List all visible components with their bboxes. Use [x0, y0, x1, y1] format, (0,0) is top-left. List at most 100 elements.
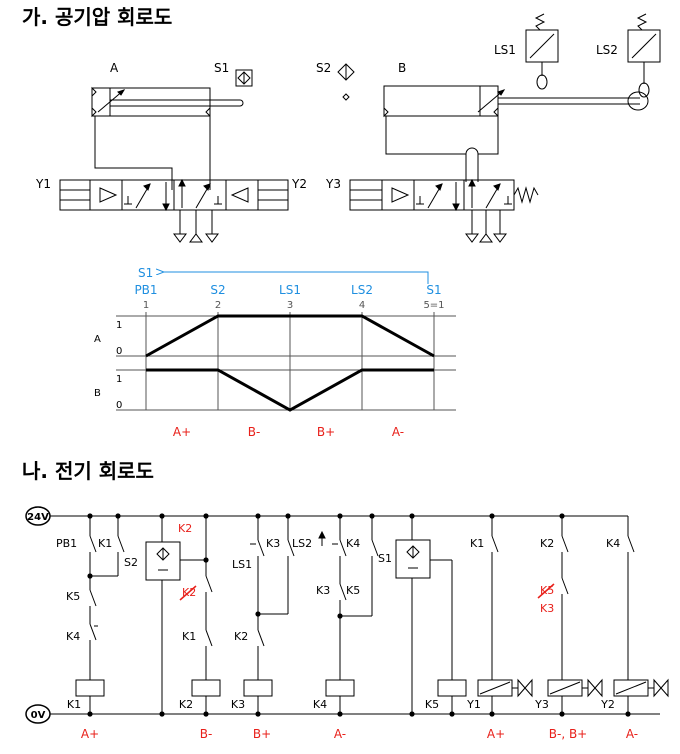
junction-dot: [87, 711, 93, 717]
loop-arrow: [164, 272, 429, 284]
row-a-label: A: [94, 334, 101, 345]
label-k1a: K1: [98, 537, 112, 550]
loop-label: S1: [138, 266, 153, 280]
action-label: A-: [626, 727, 638, 741]
label-k1c: K1: [470, 537, 484, 550]
row-a-low: 0: [116, 346, 122, 357]
cylinder-b: [383, 85, 499, 117]
junction-dot: [559, 513, 565, 519]
label-k1b: K1: [182, 630, 196, 643]
signal-label: LS1: [279, 283, 301, 297]
coil-label: K1: [67, 698, 81, 711]
proximity-sensor-s2-icon: [337, 63, 355, 101]
label-k4b: K4: [346, 537, 360, 550]
electric-section-title: 나. 전기 회로도: [22, 459, 154, 483]
phase-labels: A+ B- B+ A-: [173, 425, 404, 439]
coil-label: K3: [231, 698, 245, 711]
label-k2b: K2: [234, 630, 248, 643]
coil-label: K4: [313, 698, 327, 711]
label-ls2: LS2: [292, 537, 312, 550]
row-b-high: 1: [116, 374, 122, 385]
label-k3b: K3: [316, 584, 330, 597]
step-label: 1: [143, 300, 149, 311]
valve-a: [59, 178, 289, 212]
label-k4c: K4: [606, 537, 620, 550]
signal-label: LS2: [351, 283, 373, 297]
label-k2-struck: K2: [182, 586, 196, 599]
valve-b: [349, 178, 539, 212]
junction-dot: [489, 711, 495, 717]
trace-cylinder-a: [145, 314, 435, 358]
label-ls1: LS1: [232, 558, 252, 571]
junction-dot: [285, 513, 291, 519]
coil-label: K5: [425, 698, 439, 711]
junction-dot: [409, 513, 415, 519]
row-a-high: 1: [116, 320, 122, 331]
action-label: A-: [334, 727, 346, 741]
junction-dot: [449, 711, 455, 717]
label-k3-red: K3: [540, 602, 554, 615]
step-label: 2: [215, 300, 221, 311]
step-label: 5=1: [423, 300, 444, 311]
strike-k5: [537, 583, 555, 599]
label-k5b: K5: [346, 584, 360, 597]
label-pb1: PB1: [56, 537, 77, 550]
junction-dot: [159, 513, 165, 519]
phase-label: A+: [173, 425, 191, 439]
proximity-sensor-s1-icon: [235, 69, 253, 87]
label-k2-red: K2: [178, 522, 192, 535]
sensor-s2-label: S2: [316, 61, 331, 75]
junction-dot: [203, 557, 209, 563]
phase-label: B-: [248, 425, 261, 439]
trace-cylinder-b: [146, 368, 434, 412]
solenoid-y3-label: Y3: [325, 177, 341, 191]
cylinder-a: [91, 87, 211, 117]
limit-ls1-label: LS1: [494, 43, 516, 57]
label-k2c: K2: [540, 537, 554, 550]
junction-dot: [369, 513, 375, 519]
label-s2: S2: [124, 556, 138, 569]
junction-dot: [87, 573, 93, 579]
solenoid-y2-label: Y2: [291, 177, 307, 191]
junction-dot: [87, 513, 93, 519]
signal-label: S1: [426, 283, 441, 297]
junction-dot: [625, 711, 631, 717]
phase-label: B+: [317, 425, 335, 439]
junction-dot: [159, 711, 165, 717]
junction-dot: [255, 711, 261, 717]
limit-ls2-label: LS2: [596, 43, 618, 57]
signal-label: PB1: [134, 283, 157, 297]
junction-dot: [115, 513, 121, 519]
strike-k2: [179, 585, 197, 601]
electric-circuit: [44, 515, 669, 715]
label-k5-struck: K5: [540, 584, 554, 597]
junction-dot: [255, 611, 261, 617]
action-label: B+: [253, 727, 271, 741]
label-k3a: K3: [266, 537, 280, 550]
coil-label: K2: [179, 698, 193, 711]
coil-label: Y1: [466, 698, 481, 711]
sensor-s1-label: S1: [214, 61, 229, 75]
limit-switch-ls2-icon: [627, 13, 661, 98]
cylinder-a-label: A: [110, 61, 119, 75]
junction-dot: [409, 711, 415, 717]
supply-24v-label: 24V: [27, 512, 49, 523]
supply-24v-badge: 24V: [25, 506, 51, 526]
label-s1: S1: [378, 552, 392, 565]
action-labels: A+B-B+A-A+B-, B+A-: [81, 727, 638, 741]
junction-dot: [559, 711, 565, 717]
coil-label: Y3: [534, 698, 549, 711]
phase-label: A-: [392, 425, 404, 439]
label-k4a: K4: [66, 630, 80, 643]
junction-dot: [255, 513, 261, 519]
pneumatic-circuit: [59, 13, 661, 243]
supply-0v-badge: 0V: [25, 704, 51, 724]
signal-label: S2: [210, 283, 225, 297]
junction-dot: [203, 711, 209, 717]
action-label: B-: [200, 727, 213, 741]
supply-0v-label: 0V: [31, 710, 46, 721]
step-signal-labels: PB1 S2 LS1 LS2 S1: [134, 283, 441, 297]
